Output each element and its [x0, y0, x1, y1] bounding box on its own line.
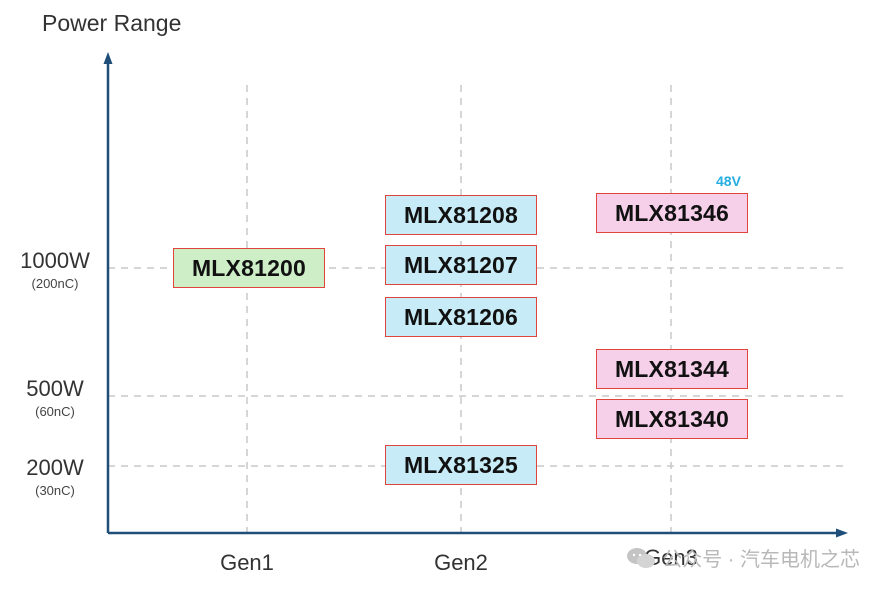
y-level-1000w-sub: (200nC) [31, 276, 79, 291]
watermark: 公众号 · 汽车电机之芯 [626, 543, 860, 572]
part-mlx81200: MLX81200 [173, 248, 325, 288]
part-mlx81207: MLX81207 [385, 245, 537, 285]
watermark-text: 公众号 · 汽车电机之芯 [662, 549, 860, 571]
y-axis-arrow [103, 52, 113, 64]
y-level-1000w-label: 1000W [20, 248, 90, 273]
part-mlx81340: MLX81340 [596, 399, 748, 439]
y-level-200w-sub: (30nC) [35, 483, 75, 498]
wechat-icon [627, 547, 656, 568]
y-level-200w-label: 200W [26, 455, 84, 480]
y-level-500w-sub: (60nC) [35, 404, 75, 419]
part-mlx81344: MLX81344 [596, 349, 748, 389]
part-mlx81208: MLX81208 [385, 195, 537, 235]
part-mlx81206: MLX81206 [385, 297, 537, 337]
x-axis-arrow [836, 528, 848, 538]
x-category-gen1: Gen1 [220, 550, 274, 575]
part-mlx81346: MLX81346 [596, 193, 748, 233]
y-level-500w-label: 500W [26, 376, 84, 401]
y-axis-title: Power Range [42, 10, 182, 36]
x-category-gen2: Gen2 [434, 550, 488, 575]
voltage-badge-48v: 48V [716, 173, 741, 189]
part-mlx81325: MLX81325 [385, 445, 537, 485]
